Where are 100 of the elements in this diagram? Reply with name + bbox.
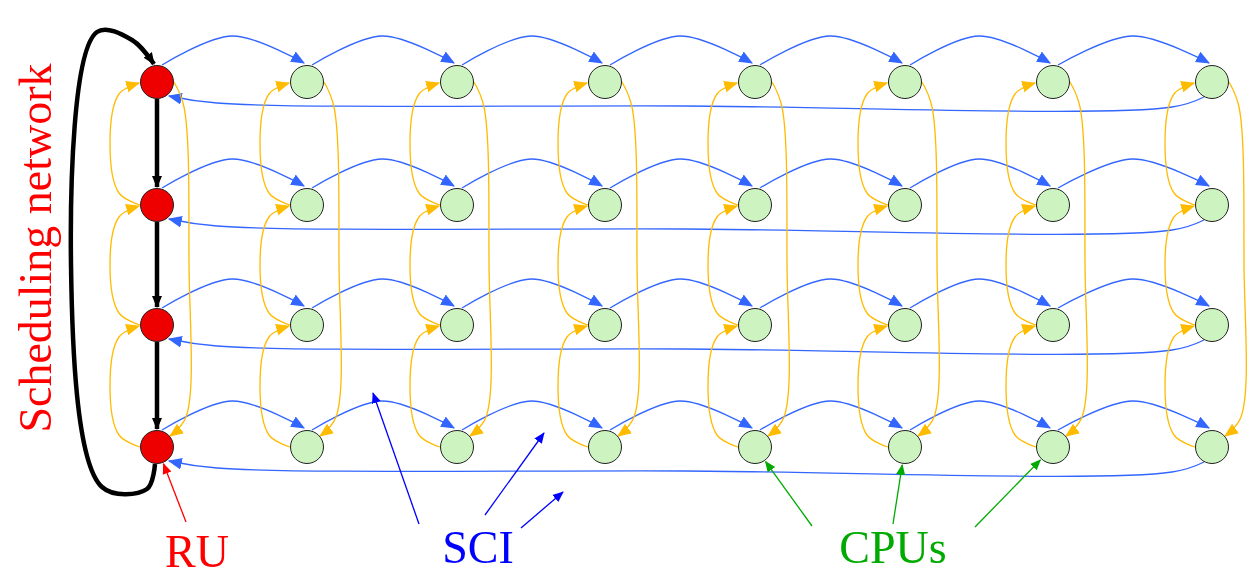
arrow	[469, 81, 492, 437]
arrow	[857, 324, 889, 448]
arrow	[1005, 324, 1037, 448]
arrow	[152, 99, 162, 188]
arrow	[759, 400, 903, 431]
arrow	[707, 81, 739, 206]
arrow	[1057, 158, 1211, 189]
arrow	[759, 278, 903, 309]
node-circle	[888, 430, 922, 464]
arrow	[161, 35, 305, 66]
node-circle	[290, 430, 324, 464]
arrow	[759, 35, 903, 66]
leader-line	[520, 491, 564, 529]
arrow	[857, 204, 889, 326]
leader-line	[162, 462, 187, 523]
node-circle	[588, 308, 622, 342]
arrow	[909, 158, 1051, 189]
node-circle	[290, 308, 324, 342]
node-circle	[588, 430, 622, 464]
node-circle	[1195, 430, 1229, 464]
arrow	[167, 458, 1205, 477]
leader-line	[484, 432, 545, 516]
arrow	[759, 158, 903, 189]
arrow	[1224, 81, 1247, 437]
arrow	[311, 158, 455, 189]
callout-label: SCI	[442, 525, 514, 571]
arrow	[461, 278, 603, 309]
node-circle	[440, 308, 474, 342]
arrow	[557, 324, 589, 448]
arrow	[1057, 35, 1211, 66]
arrow	[152, 222, 162, 308]
node-circle	[1195, 308, 1229, 342]
arrow	[109, 81, 141, 206]
arrow	[409, 81, 441, 206]
arrow	[617, 81, 640, 437]
arrow	[167, 336, 1205, 355]
leader-line	[764, 460, 813, 527]
arrow	[259, 81, 291, 206]
arrow	[311, 35, 455, 66]
node-circle	[1036, 65, 1070, 99]
arrow	[161, 158, 305, 189]
arrow	[259, 204, 291, 326]
arrow	[409, 204, 441, 326]
node-circle	[738, 308, 772, 342]
node-circle	[588, 188, 622, 222]
arrow	[557, 204, 589, 326]
arrow	[917, 81, 940, 437]
arrow	[169, 81, 192, 437]
arrow	[557, 81, 589, 206]
arrow	[1065, 81, 1088, 437]
arrow	[1164, 324, 1196, 448]
arrow	[609, 278, 753, 309]
node-circle	[888, 188, 922, 222]
arrow	[909, 278, 1051, 309]
node-circle	[140, 430, 174, 464]
arrow	[1005, 81, 1037, 206]
node-circle	[1036, 308, 1070, 342]
node-circle	[738, 65, 772, 99]
arrow	[909, 400, 1051, 431]
arrow	[461, 158, 603, 189]
node-circle	[888, 308, 922, 342]
vertical-label: Scheduling network	[13, 63, 59, 433]
node-circle	[738, 430, 772, 464]
arrow	[319, 81, 342, 437]
node-circle	[1036, 188, 1070, 222]
arrow	[909, 35, 1051, 66]
arrow	[1164, 81, 1196, 206]
arrow	[311, 278, 455, 309]
arrow	[109, 204, 141, 326]
arrow	[109, 324, 141, 448]
arrow	[259, 324, 291, 448]
arrow	[167, 93, 1205, 112]
node-circle	[888, 65, 922, 99]
node-circle	[738, 188, 772, 222]
arrow	[1057, 400, 1211, 431]
node-circle	[588, 65, 622, 99]
arrow	[409, 324, 441, 448]
arrow	[609, 35, 753, 66]
arrow	[161, 400, 305, 431]
node-circle	[140, 65, 174, 99]
arrow	[68, 27, 158, 497]
node-circle	[440, 188, 474, 222]
arrow	[609, 158, 753, 189]
arrow	[461, 400, 603, 431]
node-circle	[140, 188, 174, 222]
node-circle	[440, 430, 474, 464]
arrow	[461, 35, 603, 66]
node-circle	[290, 188, 324, 222]
arrow	[1164, 204, 1196, 326]
arrow	[167, 216, 1205, 235]
node-circle	[290, 65, 324, 99]
arrow	[857, 81, 889, 206]
arrow	[1005, 204, 1037, 326]
arrow	[707, 324, 739, 448]
arrow	[1057, 278, 1211, 309]
node-circle	[1195, 65, 1229, 99]
arrow	[311, 400, 455, 431]
leader-line	[974, 459, 1042, 528]
arrow	[152, 342, 162, 430]
leader-line	[892, 463, 906, 525]
